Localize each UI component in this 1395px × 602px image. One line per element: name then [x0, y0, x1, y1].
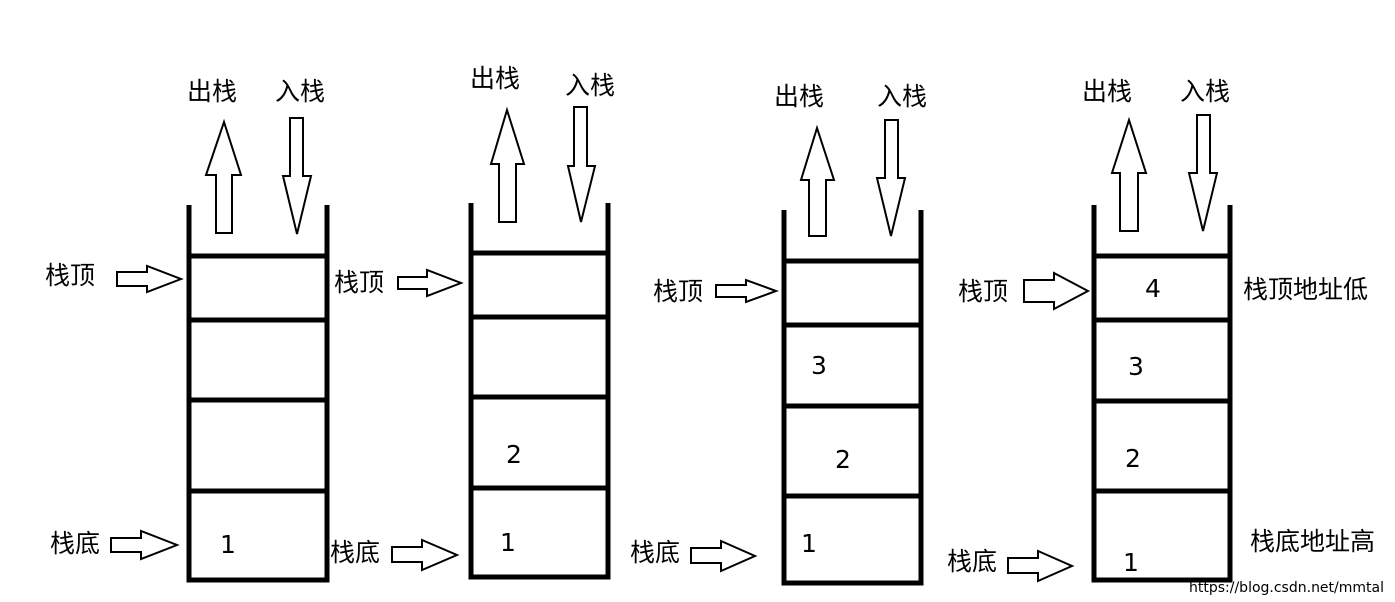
- top-address-low-label: 栈顶地址低: [1243, 275, 1368, 304]
- cell-value: 1: [500, 528, 516, 557]
- cell-value: 3: [811, 351, 827, 380]
- push-label: 入栈: [565, 71, 615, 100]
- stack-2: 出栈 入栈 2 1 栈顶 栈底: [330, 64, 615, 580]
- stack-1: 出栈 入栈 1 栈顶 栈底: [45, 77, 330, 583]
- top-label: 栈顶: [653, 277, 703, 306]
- pop-arrow-icon: [204, 118, 243, 234]
- bottom-pointer-arrow-icon: [690, 539, 758, 573]
- pop-arrow-icon: [799, 124, 836, 237]
- pop-label: 出栈: [1082, 77, 1132, 106]
- top-pointer-arrow-icon: [1023, 271, 1091, 311]
- stack-container: [186, 205, 330, 583]
- bottom-label: 栈底: [947, 547, 997, 576]
- bottom-label: 栈底: [330, 538, 380, 567]
- watermark: https://blog.csdn.net/mmtal: [1189, 580, 1384, 596]
- cell-value: 4: [1145, 274, 1161, 303]
- pop-label: 出栈: [187, 77, 237, 106]
- top-pointer-arrow-icon: [715, 278, 779, 304]
- cell-value: 1: [220, 530, 236, 559]
- cell-value: 2: [835, 445, 851, 474]
- stack-container: [468, 203, 611, 580]
- push-arrow-icon: [566, 106, 597, 223]
- bottom-label: 栈底: [50, 529, 100, 558]
- stack-4: 出栈 入栈 4 3 2 1 栈顶 栈底 栈顶地址低 栈底地址高: [947, 77, 1375, 583]
- cell-value: 3: [1128, 352, 1144, 381]
- pop-label: 出栈: [774, 82, 824, 111]
- pop-arrow-icon: [1110, 116, 1148, 232]
- bottom-pointer-arrow-icon: [391, 538, 460, 572]
- bottom-pointer-arrow-icon: [1007, 549, 1075, 583]
- cell-value: 2: [506, 440, 522, 469]
- pop-label: 出栈: [470, 64, 520, 93]
- bottom-label: 栈底: [630, 538, 680, 567]
- bottom-address-high-label: 栈底地址高: [1250, 527, 1375, 556]
- push-label: 入栈: [275, 77, 325, 106]
- top-pointer-arrow-icon: [116, 264, 184, 294]
- push-arrow-icon: [281, 117, 313, 235]
- stack-container: [1091, 205, 1233, 583]
- bottom-pointer-arrow-icon: [110, 529, 180, 561]
- push-label: 入栈: [1180, 77, 1230, 106]
- cell-value: 1: [1123, 548, 1139, 577]
- push-arrow-icon: [1187, 114, 1219, 232]
- top-label: 栈顶: [958, 277, 1008, 306]
- push-label: 入栈: [877, 82, 927, 111]
- top-label: 栈顶: [334, 268, 384, 297]
- top-pointer-arrow-icon: [397, 268, 464, 298]
- cell-value: 2: [1125, 444, 1141, 473]
- stack-3: 出栈 入栈 3 2 1 栈顶 栈底: [630, 82, 927, 586]
- cell-value: 1: [801, 529, 817, 558]
- pop-arrow-icon: [489, 106, 526, 223]
- push-arrow-icon: [875, 119, 907, 237]
- top-label: 栈顶: [45, 261, 95, 290]
- stack-container: [781, 210, 924, 586]
